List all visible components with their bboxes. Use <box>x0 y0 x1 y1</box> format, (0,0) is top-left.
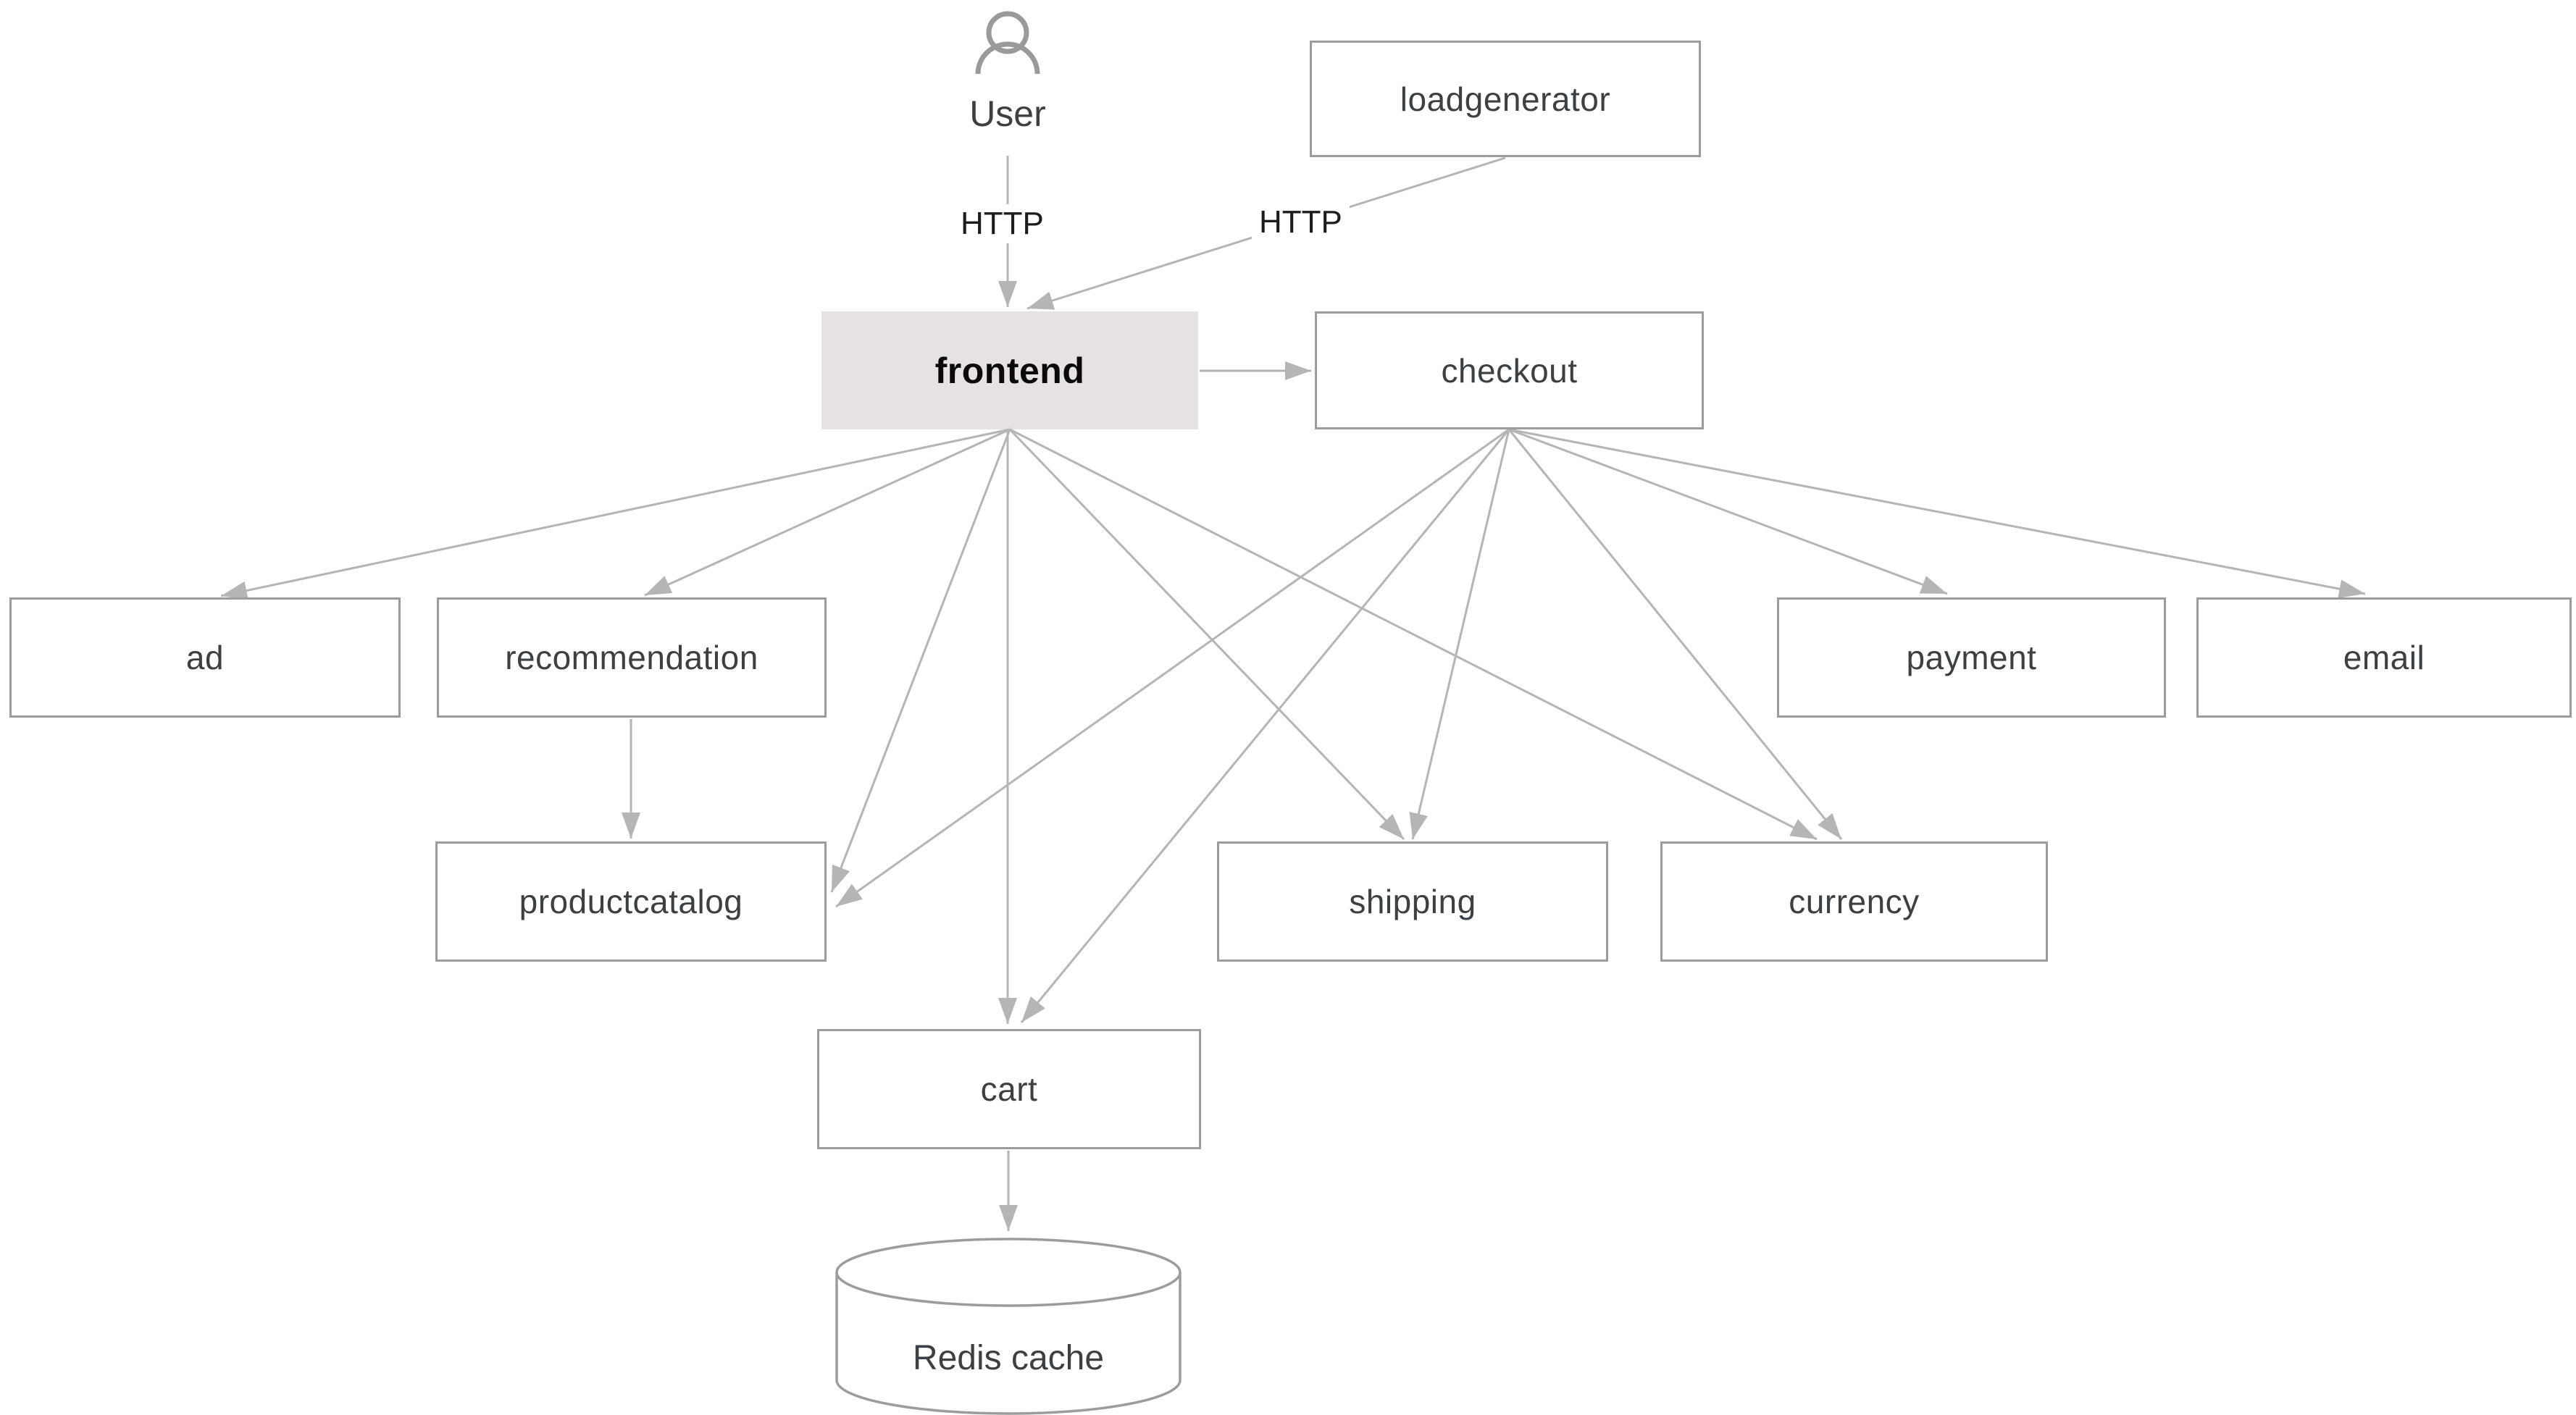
node-redis-label: Redis cache <box>912 1339 1105 1377</box>
node-payment: payment <box>1777 597 2166 718</box>
node-checkout: checkout <box>1315 311 1704 429</box>
edge-frontend-shipping <box>1008 428 1405 841</box>
user-icon <box>975 11 1040 75</box>
edge-frontend-recommendation <box>644 428 1011 597</box>
node-currency: currency <box>1660 841 2048 962</box>
edge-checkout-email <box>1508 428 2366 598</box>
node-productcatalog-label: productcatalog <box>519 883 743 920</box>
node-loadgenerator-label: loadgenerator <box>1400 80 1611 118</box>
edge-checkout-currency <box>1507 429 1843 840</box>
node-recommendation: recommendation <box>437 597 827 718</box>
node-currency-label: currency <box>1789 883 1920 920</box>
edge-checkout-shipping <box>1409 429 1510 840</box>
http-label-user: HTTP <box>953 204 1051 243</box>
node-frontend-label: frontend <box>934 350 1085 391</box>
edge-checkout-payment <box>1508 428 1948 595</box>
edge-frontend-productcatalog <box>830 429 1011 893</box>
node-ad: ad <box>9 597 401 718</box>
http-label-loadgenerator: HTTP <box>1252 203 1350 242</box>
redis-cylinder-shape <box>835 1238 1182 1415</box>
user-node-label: User <box>969 93 1046 134</box>
node-recommendation-label: recommendation <box>505 639 758 676</box>
edge-checkout-productcatalog <box>835 428 1510 908</box>
edge-frontend-ad <box>220 428 1011 600</box>
node-checkout-label: checkout <box>1441 351 1578 390</box>
node-email: email <box>2196 597 2572 718</box>
node-productcatalog: productcatalog <box>435 841 827 962</box>
node-payment-label: payment <box>1906 639 2037 676</box>
node-cart-label: cart <box>980 1070 1038 1108</box>
node-frontend: frontend <box>821 311 1198 429</box>
node-loadgenerator: loadgenerator <box>1310 41 1701 157</box>
edge-frontend-currency <box>1009 428 1818 841</box>
node-ad-label: ad <box>185 639 225 676</box>
edge-checkout-cart <box>1020 429 1510 1023</box>
node-shipping-label: shipping <box>1349 883 1476 920</box>
node-shipping: shipping <box>1217 841 1608 962</box>
node-email-label: email <box>2343 639 2425 676</box>
node-cart: cart <box>817 1029 1201 1149</box>
